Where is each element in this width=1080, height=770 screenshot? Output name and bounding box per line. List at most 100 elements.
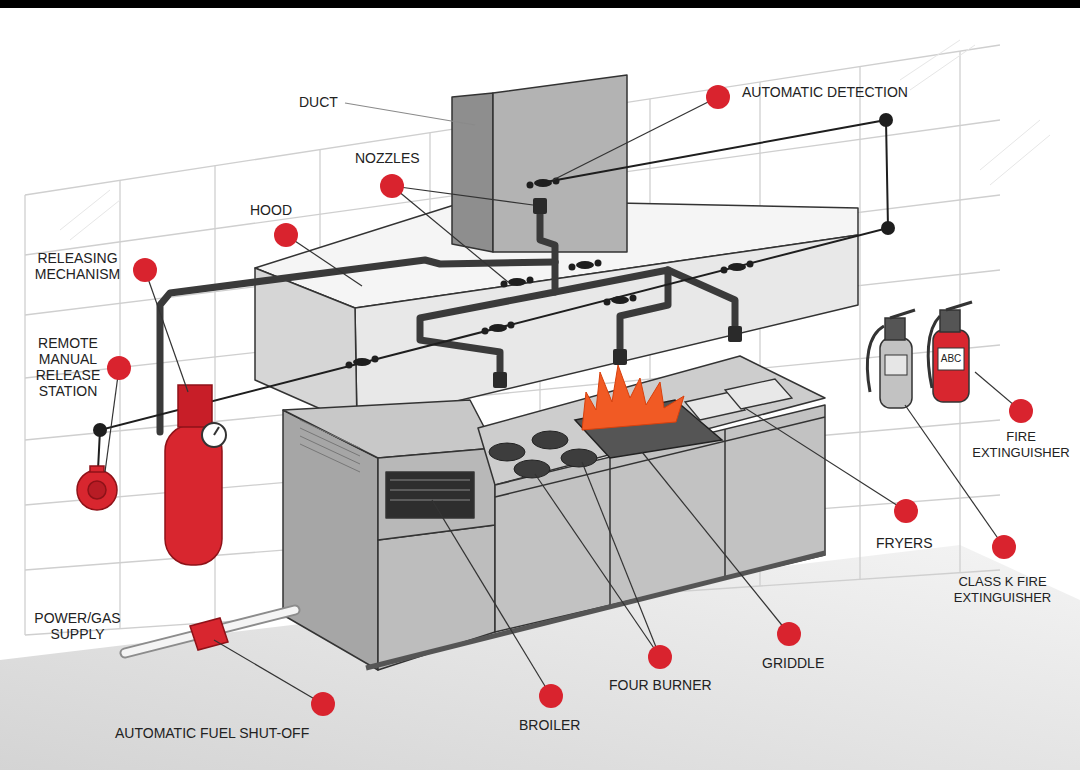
- burners-part: [489, 443, 525, 461]
- abc-extinguisher: [928, 302, 972, 402]
- fire-flames: [582, 365, 684, 430]
- duct-part: [452, 93, 493, 252]
- callout-dots-part: [380, 174, 404, 198]
- class-k-extinguisher-part: [885, 318, 905, 340]
- fusible-links: [93, 113, 895, 437]
- leader-lines: [105, 97, 1021, 704]
- broiler-vents-part: [300, 428, 360, 456]
- leader-lines-part: [745, 408, 906, 511]
- broiler-vents-part: [390, 480, 470, 481]
- wall-hatching-part: [990, 135, 1050, 185]
- wall-tiles-part: [859, 67, 860, 579]
- duct-part: [493, 75, 627, 252]
- agent-piping-part: [668, 270, 735, 330]
- fusible-links-part: [747, 261, 754, 268]
- leader-lines-part: [214, 640, 323, 704]
- extinguisher-rating: ABC: [938, 353, 964, 365]
- fusible-links-part: [482, 328, 489, 335]
- leader-lines-part: [145, 270, 188, 392]
- callout-dots-part: [894, 499, 918, 523]
- agent-piping-part: [555, 270, 668, 353]
- leader-lines-part: [905, 405, 1004, 547]
- gas-supply-pipe-part: [125, 610, 295, 653]
- part-label: CLASS K FIRE EXTINGUISHER: [940, 574, 1065, 606]
- part-label: GRIDDLE: [762, 655, 824, 671]
- broiler-vents-part: [300, 444, 360, 472]
- fryers-part: [725, 379, 792, 409]
- fusible-links-part: [527, 182, 534, 189]
- part-label: NOZZLES: [355, 150, 420, 166]
- leader-lines-part: [392, 186, 508, 282]
- fusible-links-part: [501, 281, 508, 288]
- gas-supply-pipe-part: [125, 610, 295, 653]
- burners-part: [532, 431, 568, 449]
- fusible-links-part: [508, 322, 515, 329]
- agent-cylinder-part: [178, 385, 212, 427]
- remote-pull-station-part: [90, 466, 104, 472]
- nozzle-tips-part: [728, 326, 742, 342]
- callout-dots-part: [992, 535, 1016, 559]
- remote-pull-station-part: [88, 481, 106, 499]
- leader-lines-part: [105, 368, 119, 472]
- part-label: FIRE EXTINGUISHER: [965, 429, 1077, 461]
- gas-supply-pipe: [125, 610, 295, 653]
- part-label: POWER/GAS SUPPLY: [25, 610, 130, 642]
- broiler-vents-part: [390, 490, 470, 491]
- wall-hatching-part: [70, 200, 120, 240]
- broiler-vents-part: [300, 436, 360, 464]
- fusible-links-part: [721, 267, 728, 274]
- cooking-line-part: [386, 472, 474, 518]
- detection-wire: [98, 120, 888, 470]
- abc-extinguisher-part: [938, 348, 964, 370]
- fusible-links-part: [569, 264, 576, 271]
- fusible-links-part: [372, 356, 379, 363]
- cooking-line: [283, 356, 825, 670]
- nozzle-tips: [493, 198, 742, 388]
- part-label: REMOTE MANUAL RELEASE STATION: [30, 335, 106, 399]
- wall-hatching-part: [910, 45, 975, 90]
- agent-cylinder-part: [202, 423, 226, 447]
- class-k-extinguisher-part: [890, 310, 915, 318]
- fusible-links-part: [604, 299, 611, 306]
- detection-wire-part: [98, 120, 888, 470]
- fusible-links-part: [93, 423, 107, 437]
- burners-part: [514, 460, 550, 478]
- leader-lines-part: [286, 235, 362, 286]
- fusible-links-part: [611, 296, 629, 304]
- broiler-vents-part: [300, 420, 360, 448]
- agent-piping: [160, 205, 735, 432]
- wall-hatching-part: [60, 190, 110, 230]
- nozzle-tips-part: [533, 198, 547, 214]
- nozzle-tips-part: [493, 372, 507, 388]
- burners: [489, 431, 597, 478]
- part-label: DUCT: [299, 94, 338, 110]
- part-label: FOUR BURNER: [609, 677, 712, 693]
- fusible-links-part: [881, 221, 895, 235]
- broiler-vents: [300, 420, 470, 500]
- callout-dots-part: [777, 622, 801, 646]
- fire-flames-part: [582, 365, 684, 430]
- part-label: FRYERS: [876, 535, 933, 551]
- part-label: HOOD: [250, 202, 292, 218]
- leader-lines-part: [432, 500, 551, 696]
- hood-part: [255, 268, 357, 425]
- class-k-extinguisher-part: [880, 338, 912, 408]
- top-bar: [0, 0, 1080, 8]
- callout-dots-part: [706, 85, 730, 109]
- callout-dots-part: [1009, 399, 1033, 423]
- leader-lines-part: [642, 452, 789, 634]
- abc-extinguisher-part: [946, 302, 972, 310]
- part-label: AUTOMATIC DETECTION: [742, 84, 908, 100]
- callout-dots-part: [648, 645, 672, 669]
- class-k-extinguisher-part: [885, 355, 907, 375]
- agent-piping-part: [160, 260, 555, 432]
- callout-dots-part: [274, 223, 298, 247]
- cooking-line-part: [283, 400, 495, 458]
- leader-lines-part: [392, 186, 533, 205]
- fusible-links-part: [353, 358, 371, 366]
- broiler-vents-part: [390, 500, 470, 501]
